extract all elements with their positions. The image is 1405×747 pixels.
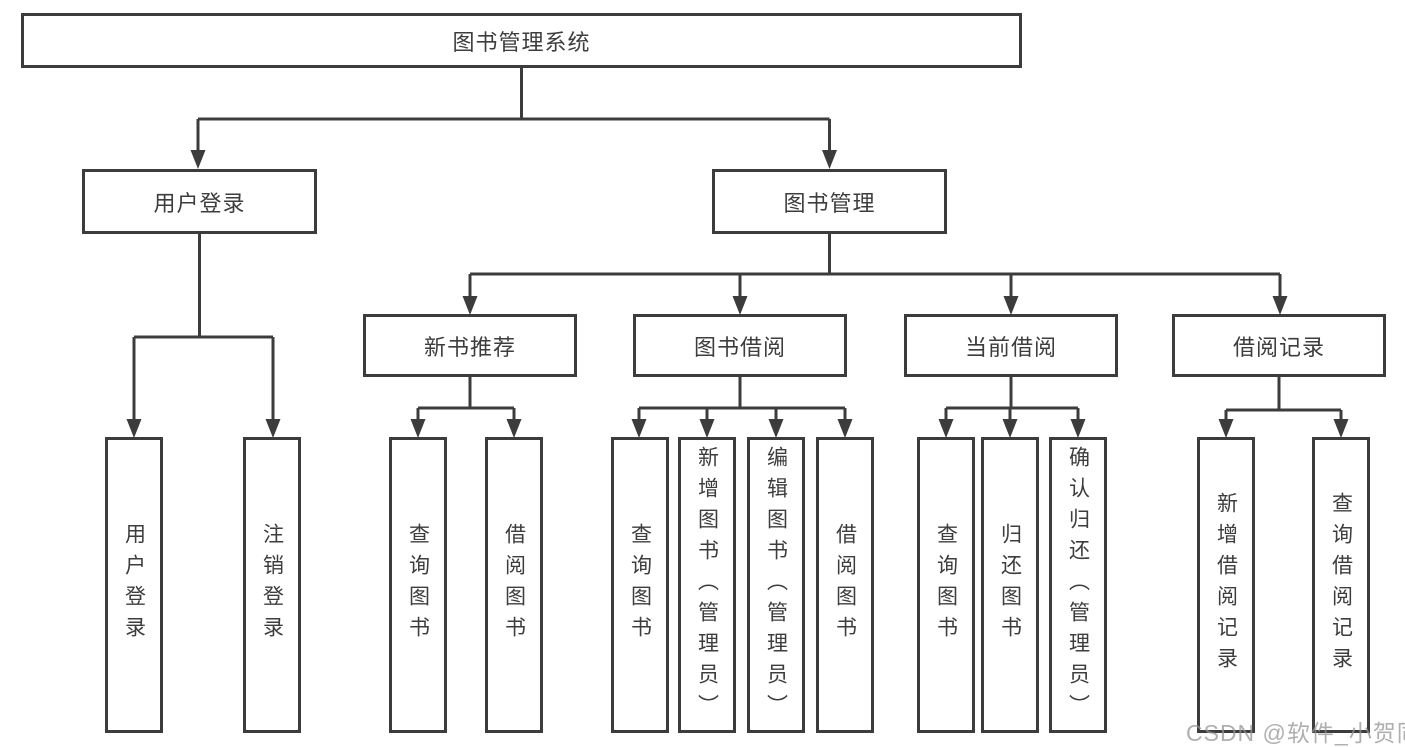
csdn-watermark: CSDN @软件_小贺同学 xyxy=(1186,720,1405,746)
node-new-book-recommendation: 新书推荐 xyxy=(363,314,577,377)
leaf-label: 借阅图书 xyxy=(833,523,857,647)
node-root-system: 图书管理系统 xyxy=(21,13,1022,68)
leaf-add-books-admin: 新增图书（管理员） xyxy=(678,437,736,733)
node-root-label: 图书管理系统 xyxy=(452,29,591,55)
leaf-label: 确认归还（管理员） xyxy=(1066,445,1090,725)
leaf-label: 用户登录 xyxy=(122,523,146,647)
leaf-label: 归还图书 xyxy=(998,523,1022,647)
node-label: 当前借阅 xyxy=(964,334,1057,360)
leaf-query-books-recommend: 查询图书 xyxy=(389,437,447,733)
node-user-login-branch: 用户登录 xyxy=(82,169,317,234)
node-label: 图书借阅 xyxy=(693,334,786,360)
leaf-label: 新增图书（管理员） xyxy=(695,445,719,725)
node-book-borrowing: 图书借阅 xyxy=(633,314,847,377)
leaf-borrow-books-borrowing: 借阅图书 xyxy=(816,437,874,733)
leaf-query-borrow-record: 查询借阅记录 xyxy=(1312,437,1370,733)
leaf-edit-books-admin: 编辑图书（管理员） xyxy=(747,437,805,733)
node-borrowing-records: 借阅记录 xyxy=(1172,314,1386,377)
leaf-label: 编辑图书（管理员） xyxy=(764,445,788,725)
node-label: 借阅记录 xyxy=(1232,334,1325,360)
leaf-query-books-current: 查询图书 xyxy=(917,437,975,733)
node-label: 新书推荐 xyxy=(423,334,516,360)
node-label: 用户登录 xyxy=(153,190,246,216)
leaf-label: 查询图书 xyxy=(628,523,652,647)
leaf-label: 查询图书 xyxy=(406,523,430,647)
leaf-query-books-borrowing: 查询图书 xyxy=(611,437,669,733)
node-label: 图书管理 xyxy=(783,190,876,216)
leaf-return-books: 归还图书 xyxy=(981,437,1039,733)
leaf-user-login: 用户登录 xyxy=(105,437,163,733)
node-book-management-branch: 图书管理 xyxy=(712,169,947,234)
leaf-label: 借阅图书 xyxy=(502,523,526,647)
leaf-borrow-books-recommend: 借阅图书 xyxy=(485,437,543,733)
leaf-logout: 注销登录 xyxy=(243,437,301,733)
node-current-borrowing: 当前借阅 xyxy=(904,314,1118,377)
leaf-label: 新增借阅记录 xyxy=(1214,492,1238,678)
leaf-label: 查询图书 xyxy=(934,523,958,647)
leaf-label: 查询借阅记录 xyxy=(1329,492,1353,678)
leaf-label: 注销登录 xyxy=(260,523,284,647)
leaf-confirm-return-admin: 确认归还（管理员） xyxy=(1049,437,1107,733)
leaf-add-borrow-record: 新增借阅记录 xyxy=(1197,437,1255,733)
